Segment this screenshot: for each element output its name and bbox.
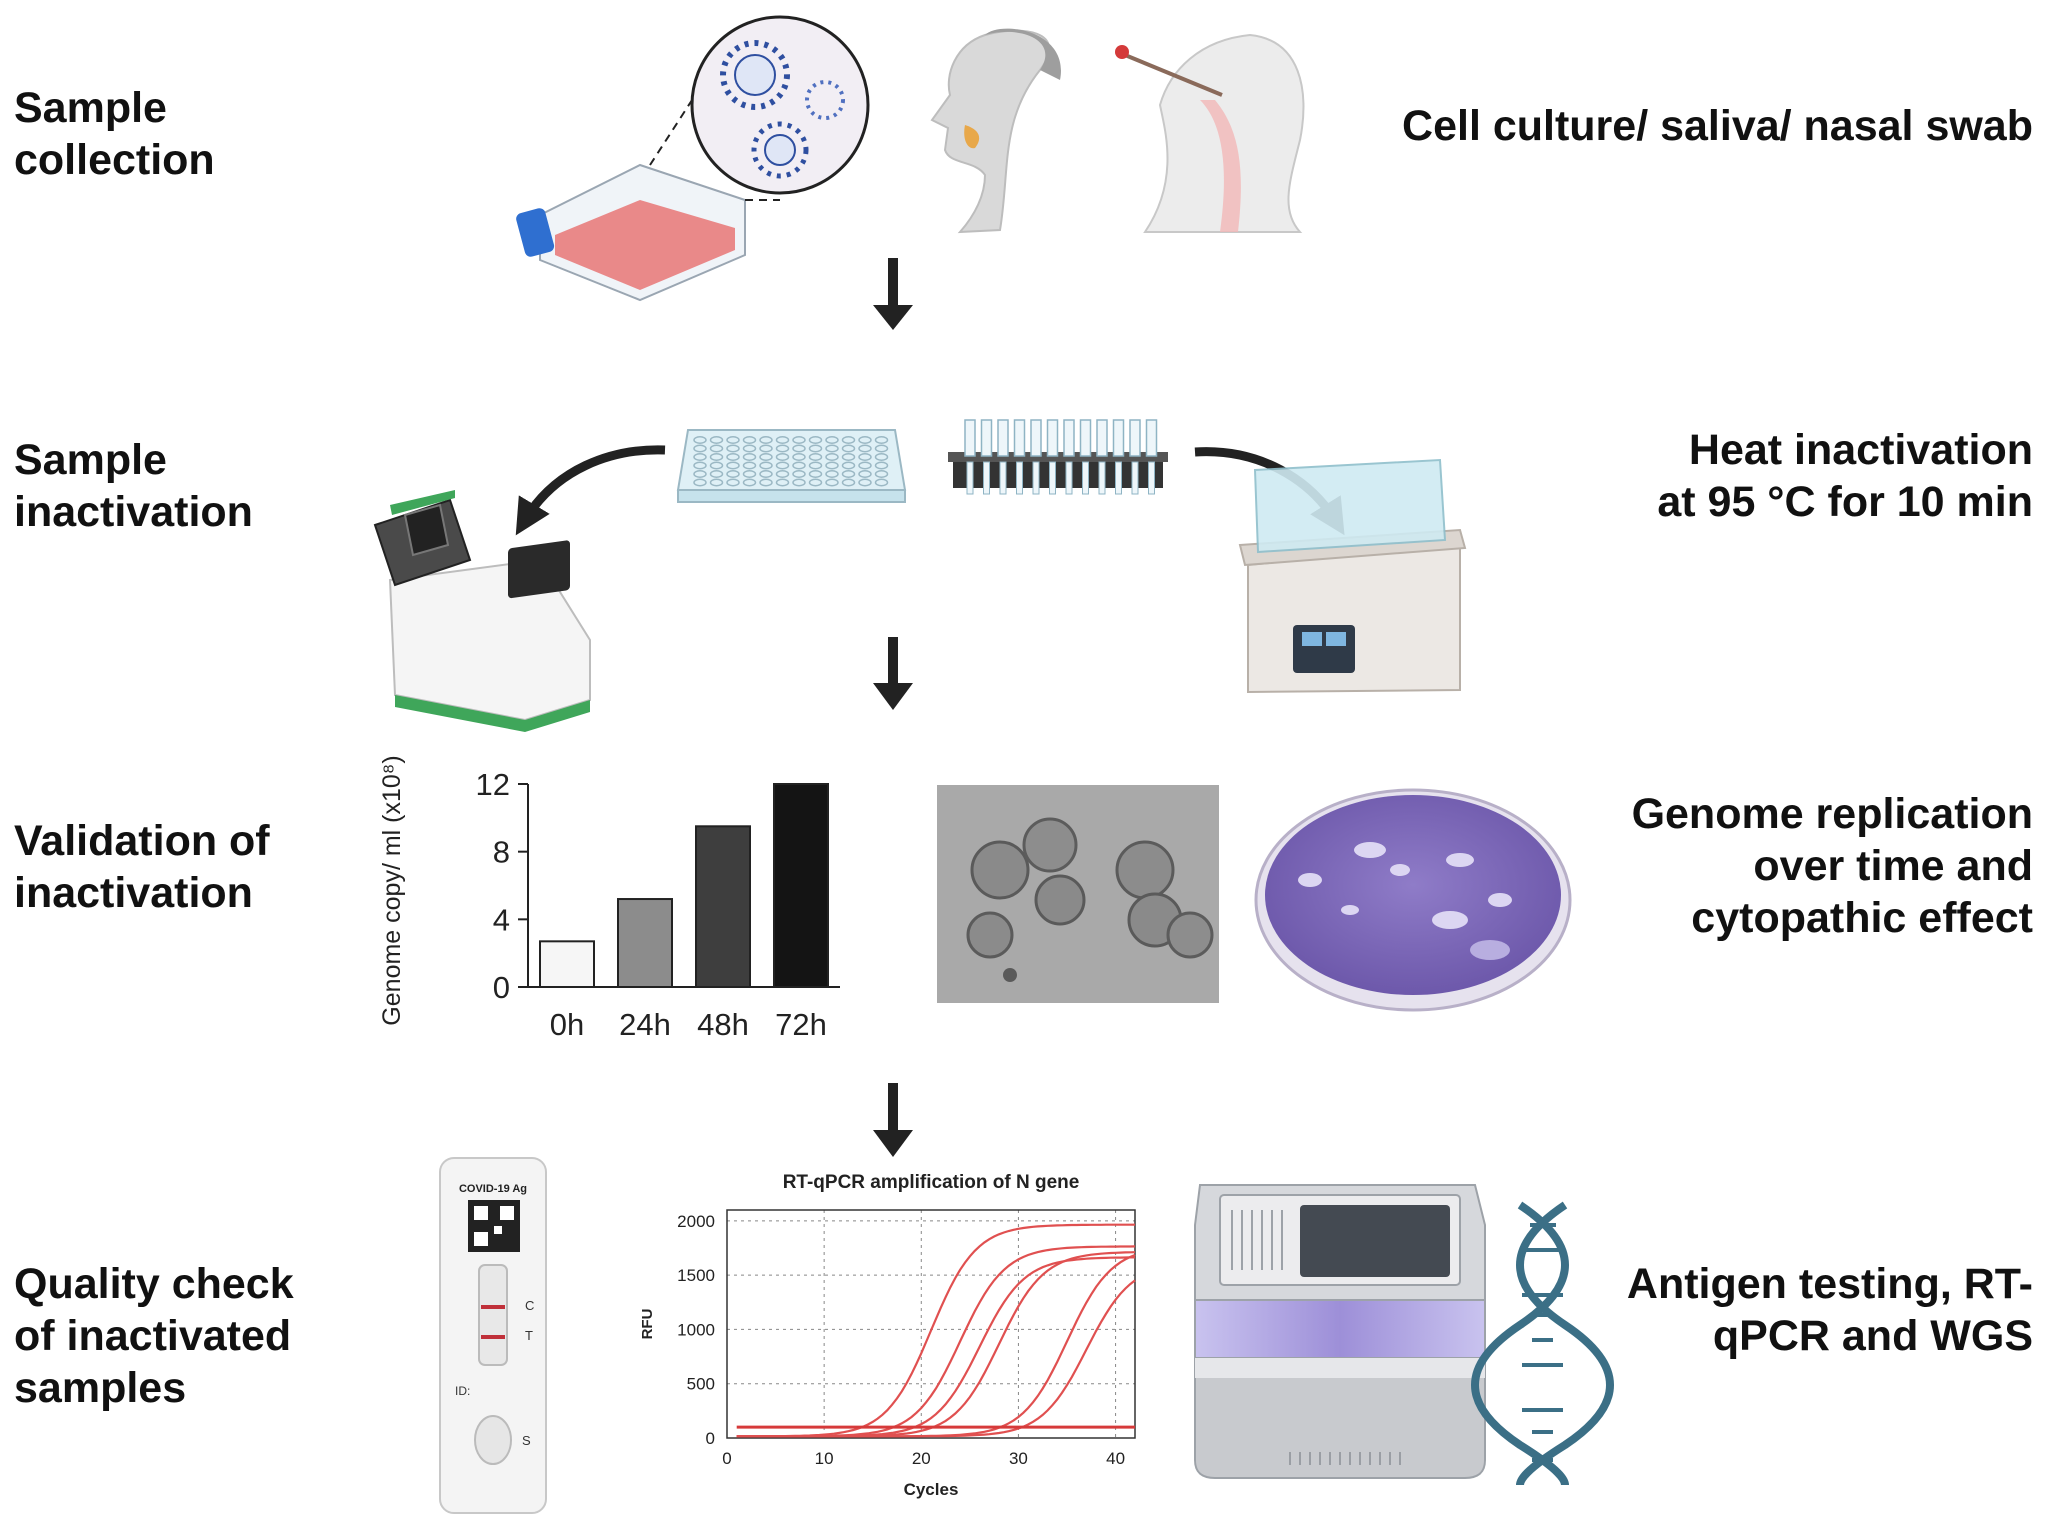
control-line bbox=[481, 1305, 505, 1309]
qpcr-x-tick-label: 10 bbox=[815, 1449, 834, 1468]
virus-magnified-circle-icon bbox=[649, 15, 870, 201]
qpcr-x-tick-label: 30 bbox=[1009, 1449, 1028, 1468]
qpcr-amplification-curve bbox=[736, 1251, 1136, 1438]
rt-qpcr-amplification-chart: RT-qPCR amplification of N gene 0 10 20 30 4… bbox=[639, 1172, 1136, 1499]
qpcr-amplification-curve bbox=[736, 1279, 1136, 1438]
qpcr-amplification-curve bbox=[736, 1223, 1135, 1438]
qpcr-x-tick-label: 40 bbox=[1106, 1449, 1125, 1468]
test-strip-brand: COVID-19 Ag bbox=[459, 1183, 527, 1195]
stage-3-description: Genome replication over time and cytopat… bbox=[1631, 790, 2033, 942]
antigen-test-strip-icon: COVID-19 Ag C T ID: S bbox=[439, 1157, 547, 1514]
stage-2-label: Sample inactivation bbox=[14, 436, 253, 536]
pcr-tube-strip-rack-icon bbox=[948, 419, 1168, 495]
id-label: ID: bbox=[455, 1384, 470, 1398]
qpcr-y-tick-label: 500 bbox=[687, 1375, 715, 1394]
bar-chart-y-tick-label: 4 bbox=[493, 902, 510, 937]
bar-chart-y-tick-label: 8 bbox=[493, 835, 510, 870]
qpcr-chart-title: RT-qPCR amplification of N gene bbox=[783, 1172, 1080, 1193]
bar-48h bbox=[695, 825, 751, 989]
bar-chart-y-axis-label: Genome copy/ ml (x10⁸) bbox=[378, 755, 406, 1025]
qpcr-x-axis-label: Cycles bbox=[904, 1480, 959, 1499]
bar-chart-category-label: 0h bbox=[550, 1007, 584, 1042]
flow-arrow-1 bbox=[873, 258, 913, 330]
c-mark: C bbox=[525, 1298, 534, 1313]
stage-2-description: Heat inactivation at 95 °C for 10 min bbox=[1657, 426, 2033, 526]
bar-0h bbox=[539, 940, 595, 989]
bar-chart-y-tick-label: 0 bbox=[493, 970, 510, 1005]
nasal-swab-head-icon bbox=[1115, 33, 1305, 233]
stage-4-description: Antigen testing, RT- qPCR and WGS bbox=[1626, 1260, 2033, 1360]
cell-micrograph-image bbox=[937, 785, 1219, 1003]
qpcr-y-tick-label: 1500 bbox=[677, 1266, 715, 1285]
stage-1-description: Cell culture/ saliva/ nasal swab bbox=[1402, 102, 2033, 150]
qpcr-y-tick-label: 2000 bbox=[677, 1212, 715, 1231]
qpcr-y-tick-label: 0 bbox=[706, 1429, 715, 1448]
plaque-assay-petri-dish-icon bbox=[1254, 788, 1572, 1012]
sequencer-instrument-icon bbox=[1194, 1184, 1486, 1479]
bar-chart-category-label: 72h bbox=[775, 1007, 827, 1042]
qpcr-x-tick-label: 0 bbox=[722, 1449, 731, 1468]
qpcr-amplification-curve bbox=[736, 1256, 1135, 1438]
thermocycler-icon bbox=[373, 490, 591, 732]
qpcr-amplification-curve bbox=[736, 1253, 1136, 1438]
qpcr-y-axis-label: RFU bbox=[639, 1309, 656, 1340]
96-well-plate-icon bbox=[676, 429, 907, 503]
stage-3-label: Validation of inactivation bbox=[14, 817, 270, 917]
flow-arrow-2 bbox=[873, 637, 913, 710]
qpcr-y-tick-label: 1000 bbox=[677, 1320, 715, 1339]
flow-arrow-3 bbox=[873, 1083, 913, 1157]
stage-4-label: Quality check of inactivated samples bbox=[14, 1260, 294, 1412]
qpcr-plot-frame bbox=[726, 1209, 1136, 1439]
saliva-head-profile-icon bbox=[930, 28, 1061, 234]
arrow-to-thermocycler bbox=[515, 445, 666, 536]
qpcr-amplification-curve bbox=[736, 1245, 1136, 1438]
genome-copy-bar-chart: Genome copy/ ml (x10⁸) 0 4 8 12 0h 24h 48h 72h bbox=[378, 755, 840, 1042]
bar-24h bbox=[617, 898, 673, 988]
qpcr-x-tick-label: 20 bbox=[912, 1449, 931, 1468]
water-bath-icon bbox=[1238, 458, 1467, 694]
t-mark: T bbox=[525, 1328, 533, 1343]
bar-chart-y-tick-label: 12 bbox=[476, 767, 510, 802]
s-mark: S bbox=[522, 1433, 531, 1448]
dna-double-helix-icon bbox=[1471, 1201, 1614, 1486]
test-line bbox=[481, 1335, 505, 1339]
cell-culture-flask-icon bbox=[516, 163, 746, 302]
bar-chart-category-label: 48h bbox=[697, 1007, 749, 1042]
bar-72h bbox=[773, 783, 829, 988]
stage-1-label: Sample collection bbox=[14, 84, 215, 184]
bar-chart-category-label: 24h bbox=[619, 1007, 671, 1042]
